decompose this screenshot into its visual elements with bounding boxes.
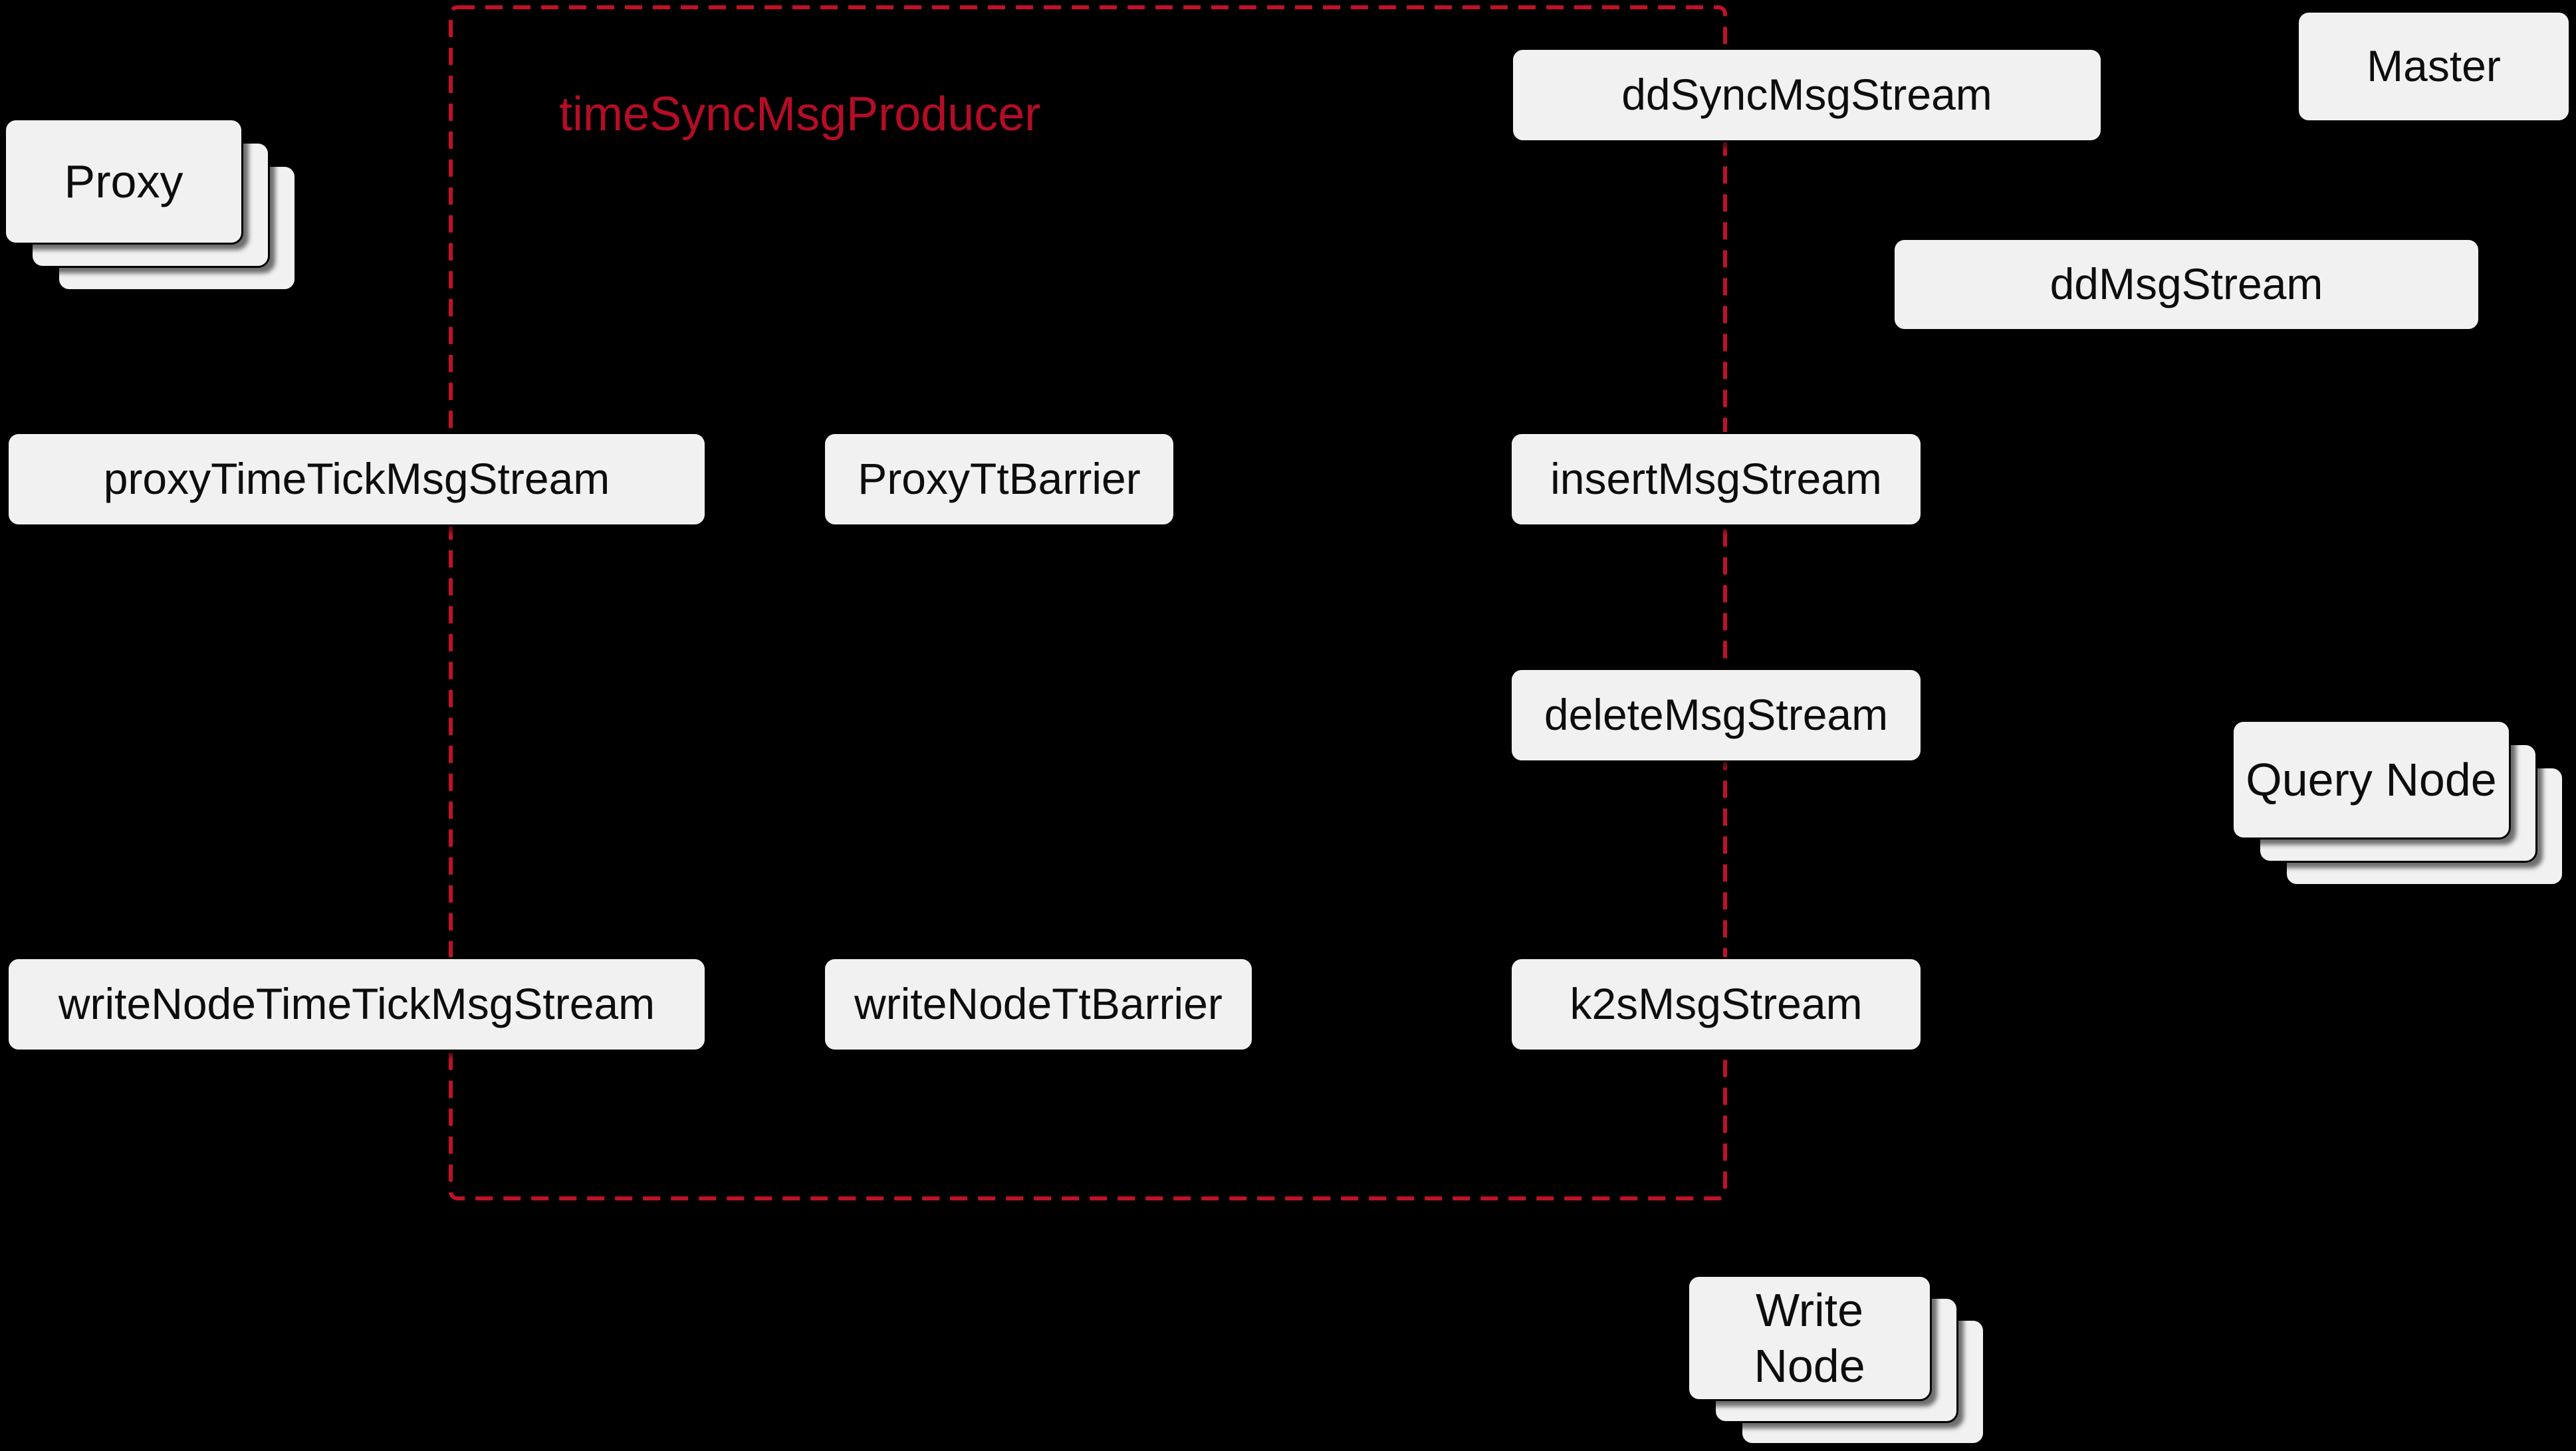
node-master: Master: [2297, 11, 2571, 122]
node-write-node-label: Write Node: [1754, 1284, 1865, 1392]
node-write-node-stack: Write Node: [1687, 1275, 1993, 1449]
node-ddmsgstream: ddMsgStream: [1893, 238, 2480, 331]
node-proxy: Proxy: [4, 118, 243, 245]
node-k2smsgstream-label: k2sMsgStream: [1570, 979, 1863, 1029]
node-query-node: Query Node: [2232, 720, 2511, 839]
node-proxytimetickmsgstream: proxyTimeTickMsgStream: [7, 432, 707, 526]
node-deletemsgstream-label: deleteMsgStream: [1544, 690, 1889, 740]
node-query-node-label: Query Node: [2246, 754, 2497, 806]
node-proxy-label: Proxy: [64, 156, 183, 207]
node-proxytimetickmsgstream-label: proxyTimeTickMsgStream: [103, 454, 610, 504]
node-proxyttbarrier-label: ProxyTtBarrier: [858, 454, 1141, 504]
dashed-border: [449, 5, 1727, 1200]
timesync-group-boundary: [449, 5, 1727, 1200]
node-writenodetimetickmsgstream: writeNodeTimeTickMsgStream: [7, 957, 707, 1052]
node-writenodetimetickmsgstream-label: writeNodeTimeTickMsgStream: [58, 979, 655, 1029]
node-query-node-stack: Query Node: [2232, 720, 2571, 1012]
node-master-label: Master: [2367, 41, 2501, 91]
node-k2smsgstream: k2sMsgStream: [1510, 957, 1923, 1052]
node-ddsyncmsgstream: ddSyncMsgStream: [1511, 48, 2103, 142]
node-ddmsgstream-label: ddMsgStream: [2049, 259, 2323, 309]
node-deletemsgstream: deleteMsgStream: [1510, 668, 1923, 762]
node-proxyttbarrier: ProxyTtBarrier: [823, 432, 1175, 526]
node-write-node: Write Node: [1687, 1275, 1932, 1401]
node-writenodettbarrier-label: writeNodeTtBarrier: [854, 979, 1223, 1029]
node-insertmsgstream: insertMsgStream: [1510, 432, 1923, 526]
node-writenodettbarrier: writeNodeTtBarrier: [823, 957, 1254, 1052]
node-ddsyncmsgstream-label: ddSyncMsgStream: [1621, 70, 1992, 120]
timesync-group-label: timeSyncMsgProducer: [559, 88, 1041, 141]
node-insertmsgstream-label: insertMsgStream: [1550, 454, 1882, 504]
node-proxy-stack: Proxy: [4, 118, 303, 417]
